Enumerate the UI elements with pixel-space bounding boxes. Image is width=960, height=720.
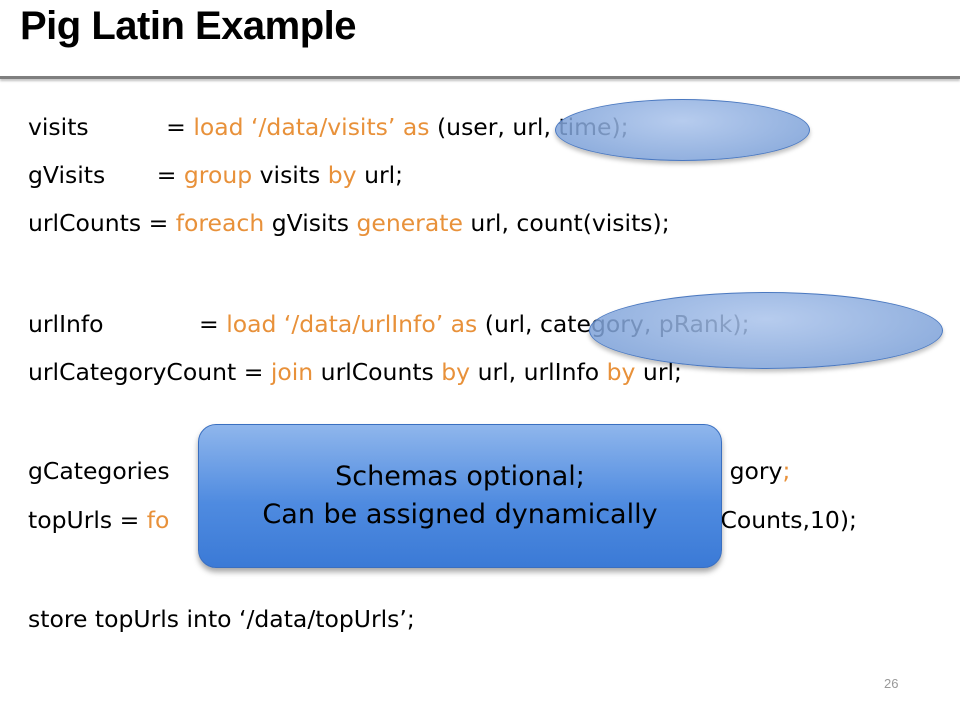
keyword: by [327,161,357,189]
keyword: load [226,310,277,338]
schema-highlight-ellipse-2 [589,292,943,369]
keyword: ; [782,457,791,485]
var-name: topUrls = [28,506,147,534]
code-line-store: store topUrls into ‘/data/topUrls’; [28,605,415,633]
var-name: gVisits [28,161,106,189]
keyword: fo [146,506,170,534]
code-line-visits: visits = load ‘/data/visits’ as (user, u… [28,113,629,141]
callout-line-2: Can be assigned dynamically [262,499,658,530]
string-literal: ‘/data/urlInfo’ [276,310,451,338]
keyword: generate [356,209,463,237]
code-line-urlcategorycount: urlCategoryCount = join urlCounts by url… [28,358,682,386]
var-name: gCategories [28,457,170,485]
keyword: foreach [175,209,265,237]
slide-title: Pig Latin Example [20,4,357,48]
keyword: as [402,113,430,141]
keyword: by [441,358,471,386]
var-name: visits [28,113,89,141]
var-name: urlCategoryCount [28,358,237,386]
callout-line-1: Schemas optional; [335,461,585,492]
var-name: urlInfo [28,310,104,338]
string-literal: ‘/data/visits’ [243,113,403,141]
callout-box: Schemas optional; Can be assigned dynami… [198,424,722,568]
code-line-urlcounts: urlCounts = foreach gVisits generate url… [28,209,670,237]
keyword: load [193,113,244,141]
keyword: group [183,161,253,189]
keyword: by [606,358,636,386]
code-line-gvisits: gVisits = group visits by url; [28,161,404,189]
keyword: join [270,358,314,386]
schema-highlight-ellipse-1 [555,99,810,161]
page-number: 26 [884,676,899,691]
title-divider [0,76,960,79]
keyword: as [450,310,478,338]
var-name: urlCounts [28,209,142,237]
